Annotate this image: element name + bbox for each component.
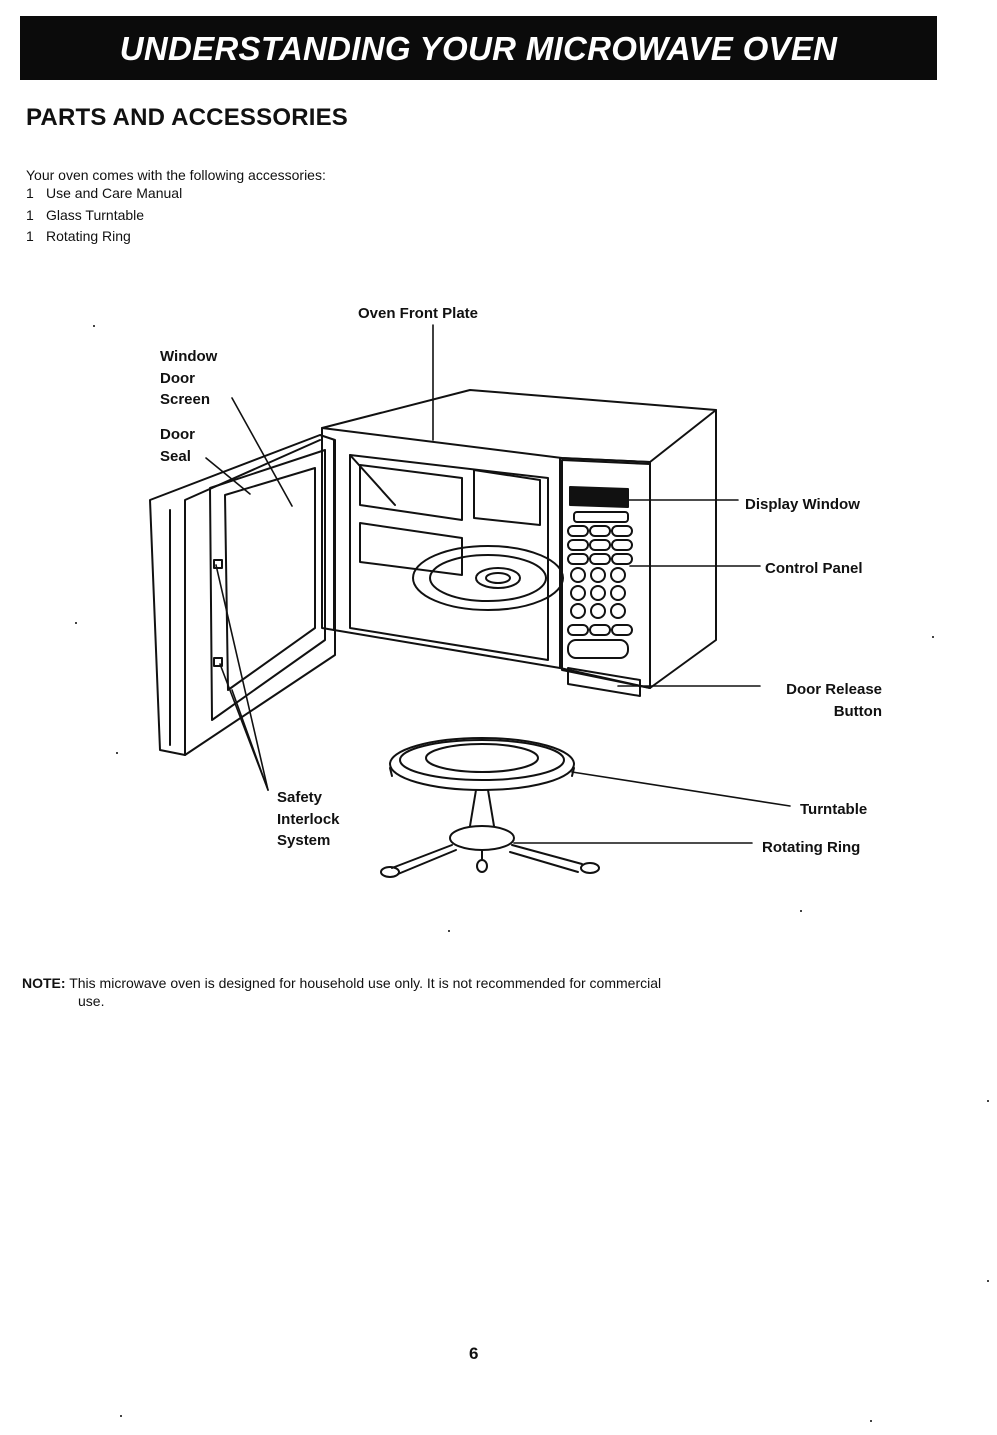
open-door	[149, 434, 336, 756]
page-header-title: UNDERSTANDING YOUR MICROWAVE OVEN	[119, 30, 838, 67]
note-key: NOTE:	[22, 975, 66, 991]
scan-speck	[120, 1415, 122, 1417]
label-rotating-ring: Rotating Ring	[762, 839, 861, 856]
label-control-panel: Control Panel	[765, 560, 863, 577]
scan-speck	[75, 622, 77, 624]
scan-speck	[116, 752, 118, 754]
page-number: 6	[469, 1344, 479, 1363]
accessory-name: Glass Turntable	[46, 206, 145, 223]
label-window-door-screen: Window Door Screen	[160, 348, 218, 408]
cabinet-front	[321, 427, 561, 669]
leader-turntable	[571, 771, 791, 807]
label-safety-interlock-system: Safety Interlock System	[277, 789, 340, 849]
leader-window-door-screen	[231, 397, 293, 507]
label-display-window: Display Window	[745, 496, 860, 513]
display-window-shape	[569, 486, 629, 508]
control-panel-outline	[561, 459, 651, 689]
cabinet-side	[649, 409, 717, 689]
microwave-diagram	[149, 324, 791, 878]
leader-door-seal	[205, 457, 251, 495]
label-door-release-button: Door Release Button	[786, 681, 882, 720]
glass-turntable-shape	[389, 737, 575, 791]
note-body: This microwave oven is designed for hous…	[69, 975, 662, 991]
scan-speck	[93, 325, 95, 327]
section-title: PARTS AND ACCESSORIES	[26, 104, 349, 131]
door-release-button-shape	[567, 667, 641, 697]
accessories-intro: Your oven comes with the following acces…	[26, 167, 326, 183]
header-banner: UNDERSTANDING YOUR MICROWAVE OVEN	[20, 16, 937, 80]
note: NOTE: This microwave oven is designed fo…	[22, 974, 882, 993]
accessory-name: Use and Care Manual	[46, 185, 183, 201]
label-door-seal: Door Seal	[160, 426, 195, 465]
cabinet-top	[321, 389, 717, 463]
label-oven-front-plate: Oven Front Plate	[358, 305, 479, 322]
rotating-ring-shape	[449, 825, 515, 851]
scan-speck	[987, 1280, 989, 1282]
leader-interlock-3	[231, 689, 269, 791]
scan-speck	[932, 636, 934, 638]
leader-interlock-1	[215, 564, 269, 791]
note-continuation: use.	[78, 993, 105, 1009]
label-turntable: Turntable	[800, 801, 868, 818]
scan-speck	[870, 1420, 872, 1422]
scan-speck	[800, 910, 802, 912]
scan-speck	[448, 930, 450, 932]
scan-speck	[987, 1100, 989, 1102]
accessory-name: Rotating Ring	[46, 228, 131, 244]
